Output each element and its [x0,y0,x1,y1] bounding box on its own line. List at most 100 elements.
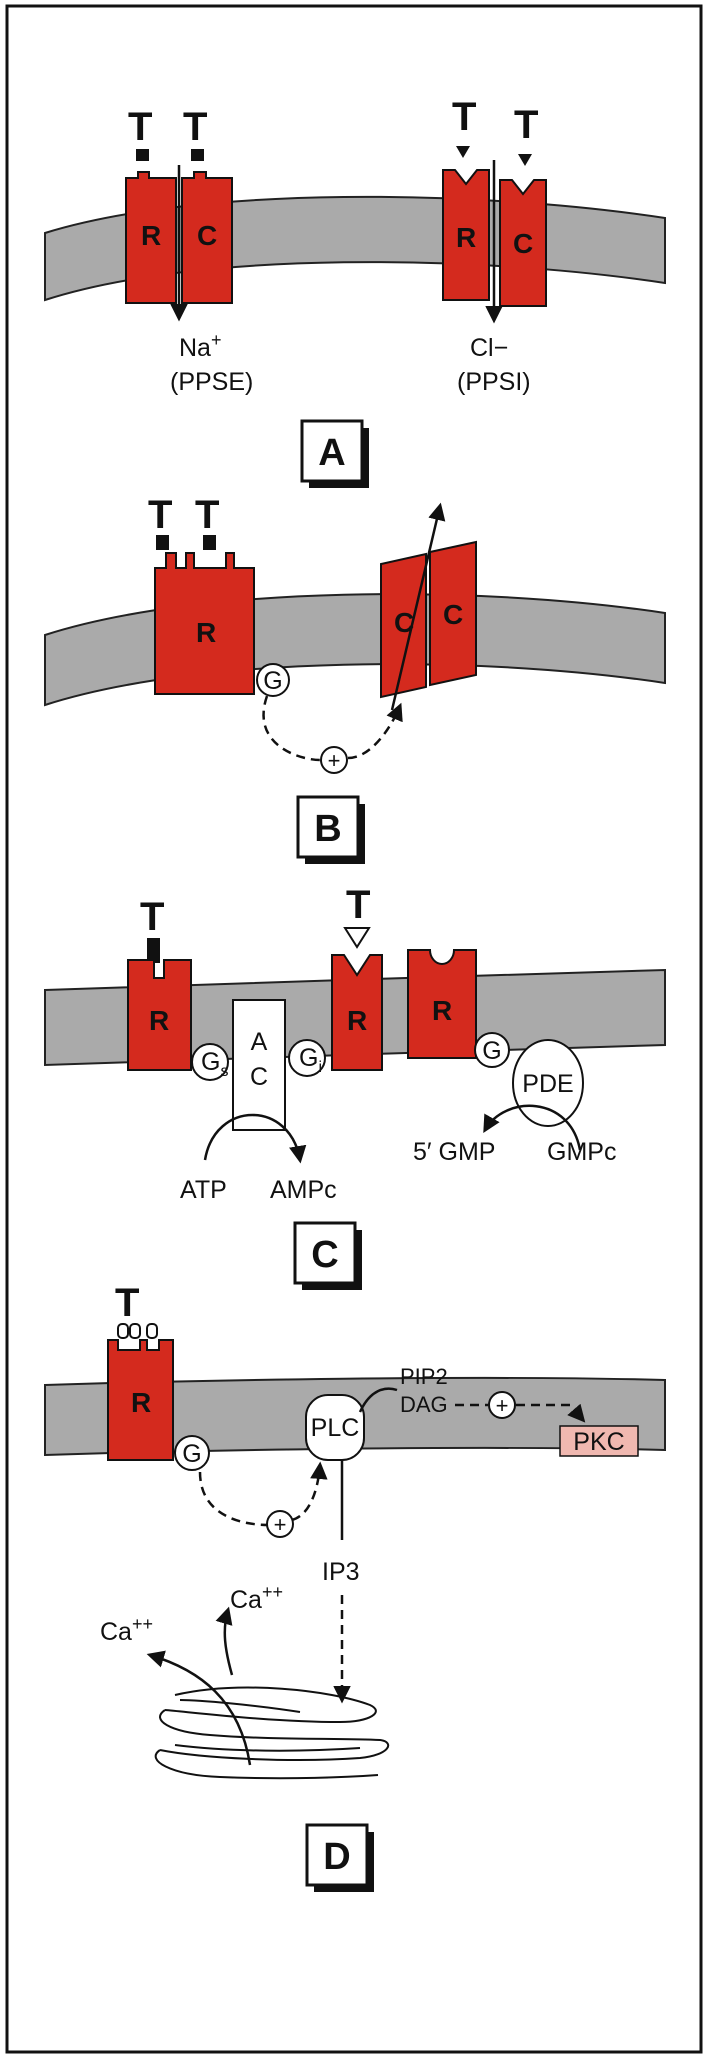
activation-path [262,695,321,762]
transmitter-label: T [183,105,207,149]
receptor-label: R [456,222,476,253]
transmitter-label: T [514,103,538,147]
channel-c [181,171,233,304]
channel-label: C [443,599,463,630]
ca-label-2: Ca++ [230,1582,283,1614]
gs-protein [191,1043,229,1081]
panel-label-box [293,1221,357,1285]
receptor-label: R [432,995,452,1026]
transmitter-label: T [140,895,164,939]
channel-label: C [394,607,414,638]
receptor-r [407,949,477,1059]
transmitter-triangle [518,154,532,166]
activation-arrow [291,1461,328,1522]
plc-label: PLC [311,1414,360,1442]
transmitter-block [147,938,160,963]
panel-label-box [305,1823,369,1887]
panel-b: T T R G C C + B [44,493,666,864]
receptor-r [125,171,177,304]
receptor-r [154,552,255,695]
g-protein-label: G [263,667,282,695]
panel-label-box [300,419,364,483]
pkc-label: PKC [573,1428,624,1456]
transmitter-block [191,149,204,161]
ca-release-arrow [146,1650,252,1766]
receptor-r [107,1339,174,1461]
g-protein [174,1435,210,1471]
ion-cl-label: Cl− [470,334,508,362]
ca-label-1: Ca++ [100,1614,153,1646]
plc-enzyme [305,1394,365,1461]
g-protein [474,1032,510,1068]
transmitter-label: T [195,493,219,537]
gmp5-label: 5′ GMP [413,1138,495,1166]
ac-label-top: A [251,1028,268,1056]
channel-label: C [197,220,217,251]
ac-label-bottom: C [250,1063,268,1091]
transmitter-bound [117,1323,129,1339]
pde-enzyme [512,1039,584,1127]
receptor-r [442,169,490,301]
atp-label: ATP [180,1176,227,1204]
panel-a: T T R C Na+ (PPSE) T T R C Cl− (PPSI) A [44,95,666,488]
panel-label-a: A [318,432,345,474]
gi-label: Gi [299,1044,322,1076]
panel-label-c: C [311,1234,338,1276]
transmitter-label: T [148,493,172,537]
plus-symbol [488,1391,516,1419]
ion-flow-arrow [390,502,446,711]
receptor-label: R [149,1005,169,1036]
transmitter-block [156,535,169,550]
receptor-r [331,954,383,1071]
transmitter-label: T [128,105,152,149]
ip3-label: IP3 [322,1558,360,1586]
dag-label: DAG [400,1392,448,1417]
ppsi-label: (PPSI) [457,368,531,396]
plus-symbol [266,1510,294,1538]
activation-path [198,1471,269,1527]
ca-release-arrow [215,1606,234,1676]
receptor-label: R [131,1387,151,1418]
pkc-box [559,1425,639,1457]
panel-d: T R G + PLC PIP2 DAG + PKC IP3 [44,1281,666,1892]
ampc-label: AMPc [270,1176,337,1204]
plus-label: + [496,1393,509,1418]
ppse-label: (PPSE) [170,368,253,396]
transmitter-label: T [346,883,370,927]
atp-to-ampc-arrow [203,1113,307,1164]
receptor-r [127,959,192,1071]
panel-label-box [296,795,360,859]
transmitter-triangle [456,146,470,158]
plus-symbol [320,746,348,774]
gs-label: Gs [201,1048,228,1080]
dag-to-pkc-arrow [516,1403,586,1423]
ion-na-label: Na+ [179,330,221,362]
transmitter-block [203,535,216,550]
pde-label: PDE [522,1070,573,1098]
channel-label: C [513,228,533,259]
transmitter-bound [146,1323,158,1339]
plus-label: + [328,748,341,773]
transmitter-label: T [452,95,476,139]
gmpc-label: GMPc [547,1138,616,1166]
panel-c: T R Gs A C Gi T R R G PDE ATP AMPc 5′ GM… [44,883,666,1290]
transmitter-bound [129,1323,141,1339]
panel-label-d: D [323,1836,350,1878]
plus-label: + [274,1512,287,1537]
receptor-label: R [347,1005,367,1036]
transmitter-block [136,149,149,161]
pip2-label: PIP2 [400,1364,448,1389]
channel-c [380,552,427,699]
transmitter-label: T [115,1281,139,1325]
endoplasmic-reticulum [154,1686,390,1780]
gi-protein [288,1039,326,1077]
pip2-link [358,1387,398,1413]
transmitter-triangle [343,927,371,949]
receptor-label: R [196,617,216,648]
panel-label-b: B [314,808,341,850]
receptor-label: R [141,220,161,251]
g-protein-label: G [182,1440,201,1468]
g-protein [256,663,290,697]
